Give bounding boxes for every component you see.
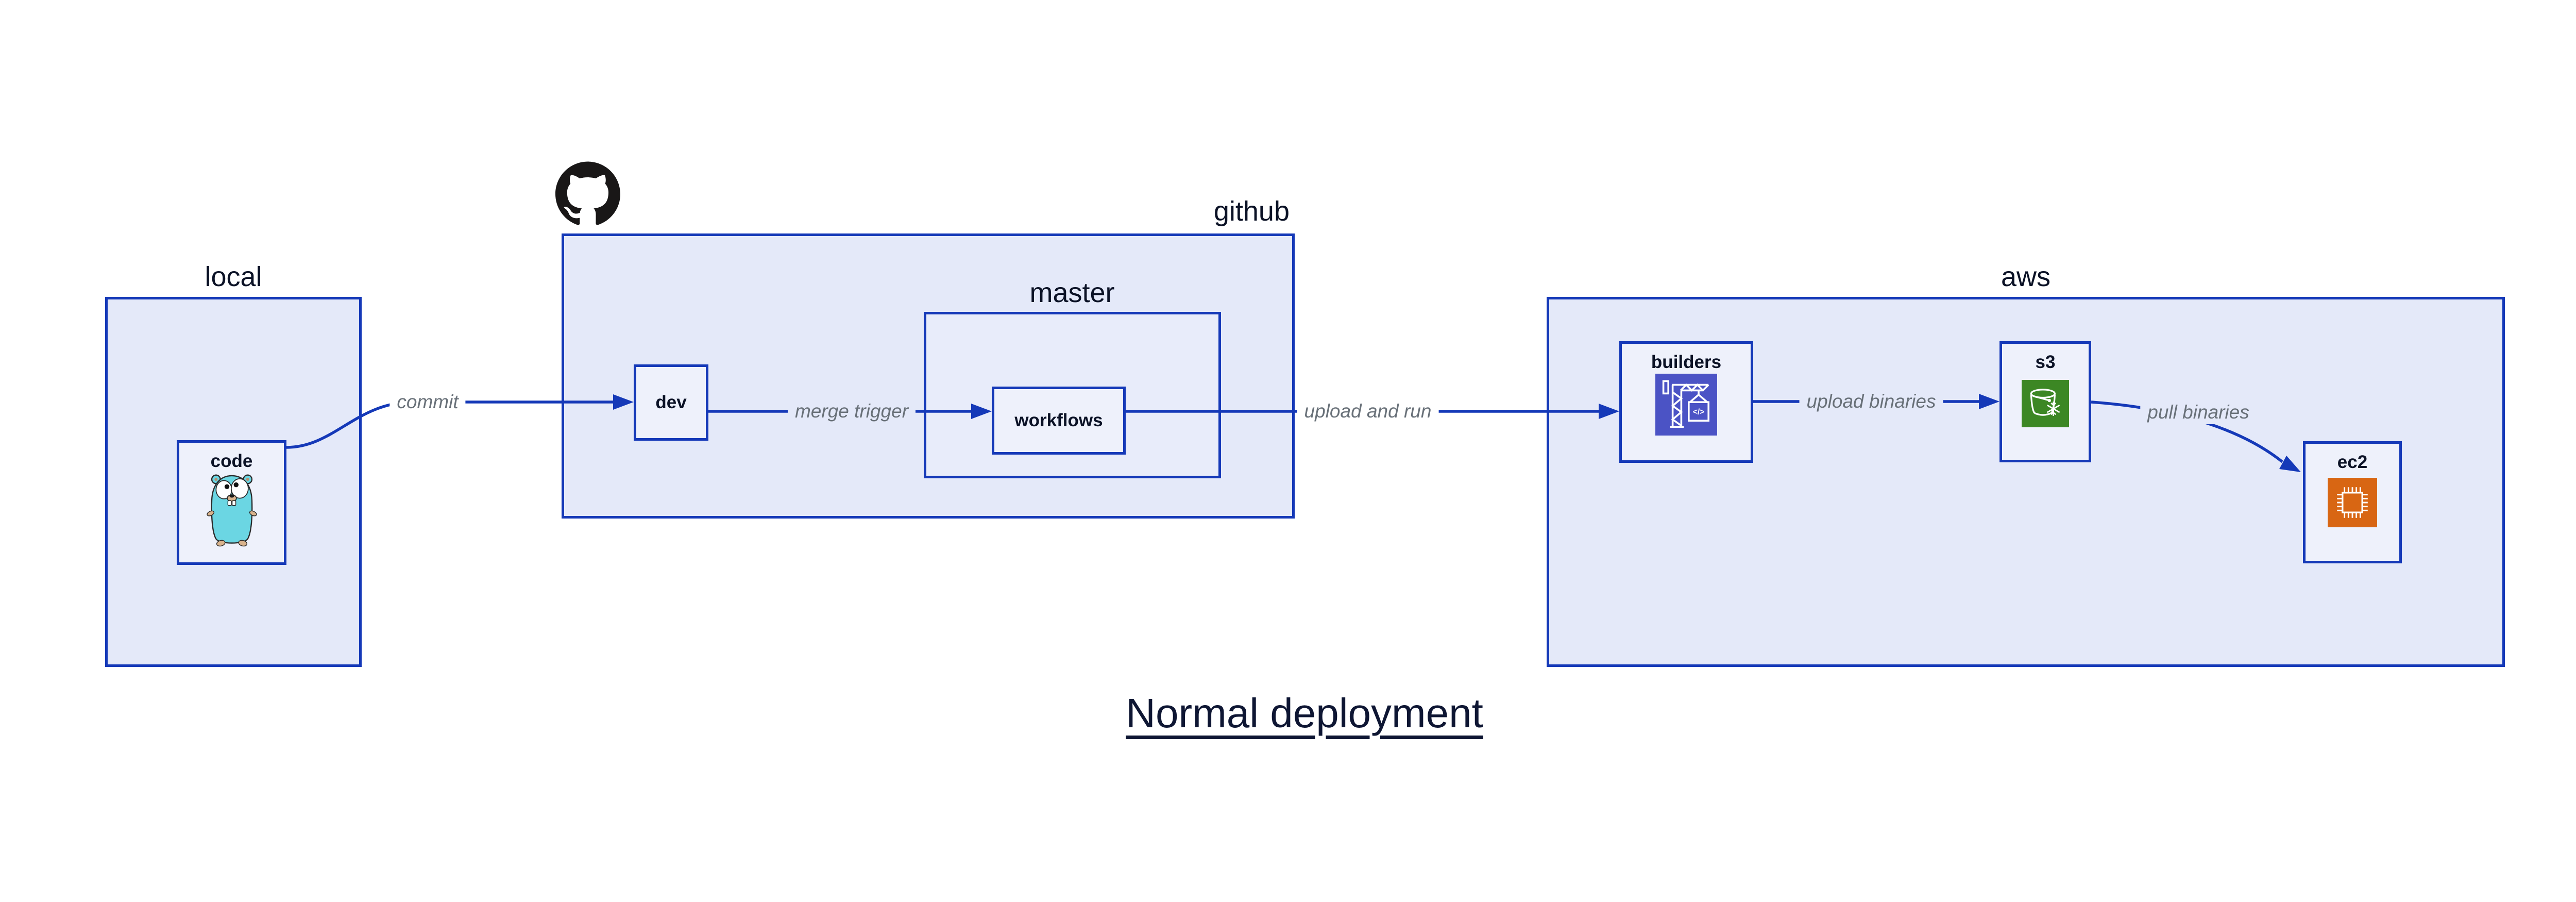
ec2-bg <box>2328 478 2377 527</box>
snowflake <box>2046 402 2060 416</box>
edge-upload-and-run-label: upload and run <box>1297 399 1439 423</box>
node-s3-label: s3 <box>2035 352 2056 372</box>
node-workflows: workflows <box>992 387 1126 455</box>
s3-svg <box>2022 380 2069 427</box>
ec2-svg <box>2328 478 2377 527</box>
crane-cargo-box <box>1688 401 1709 422</box>
codebuild-crane-icon: </> <box>1655 374 1717 436</box>
go-gopher-icon <box>201 470 262 550</box>
node-code: code <box>177 440 286 565</box>
bucket-rim <box>2030 389 2056 399</box>
bucket-left-side <box>2030 394 2036 414</box>
octocat-path <box>555 161 620 225</box>
node-ec2: ec2 <box>2303 441 2402 563</box>
gopher-ear-left-inner <box>214 478 217 481</box>
gopher-tooth-left <box>227 500 232 506</box>
container-master-label: master <box>1029 277 1115 308</box>
chip-pins <box>2337 487 2368 518</box>
bucket-handle <box>2032 395 2049 402</box>
gopher-svg <box>206 474 257 547</box>
node-s3: s3 <box>1999 341 2091 462</box>
node-dev-label: dev <box>655 392 687 412</box>
node-builders-label: builders <box>1651 352 1722 372</box>
github-octocat-svg <box>555 161 620 225</box>
edge-pull-binaries-label: pull binaries <box>2140 400 2257 424</box>
edge-merge-trigger-label: merge trigger <box>787 399 916 423</box>
codebuild-svg: </> <box>1655 374 1717 436</box>
gopher-foot-right <box>238 540 247 547</box>
s3-bucket-icon <box>2022 380 2069 427</box>
crane-flag <box>1662 380 1669 395</box>
node-workflows-label: workflows <box>1014 410 1103 430</box>
github-logo-icon <box>555 161 620 226</box>
bucket-handle-knob <box>2047 398 2052 403</box>
gopher-arm-left <box>206 510 214 516</box>
edge-upload-binaries-label: upload binaries <box>1799 390 1943 413</box>
node-code-label: code <box>210 451 253 471</box>
container-github-label: github <box>1213 196 1290 227</box>
crane-hanger <box>1689 390 1708 403</box>
gopher-arm-right <box>249 510 257 516</box>
node-dev: dev <box>634 364 708 441</box>
gopher-tooth-right <box>231 500 236 506</box>
s3-bg <box>2022 380 2069 427</box>
container-aws-label: aws <box>2001 261 2051 292</box>
container-local-label: local <box>205 261 262 292</box>
node-builders: builders </> <box>1619 341 1753 463</box>
code-brackets-glyph: </> <box>1693 408 1705 416</box>
gopher-pupil-left <box>224 484 229 489</box>
ec2-chip-icon <box>2328 478 2377 527</box>
edge-commit-label: commit <box>389 390 466 414</box>
diagram-title: Normal deployment <box>1126 690 1483 736</box>
gopher-ear-right-inner <box>246 478 249 481</box>
bucket-bottom <box>2034 412 2052 416</box>
node-ec2-label: ec2 <box>2337 452 2368 472</box>
gopher-pupil-right <box>233 482 239 488</box>
gopher-nostril <box>229 494 234 498</box>
gopher-foot-left <box>216 540 226 547</box>
crane-braces <box>1671 391 1683 427</box>
